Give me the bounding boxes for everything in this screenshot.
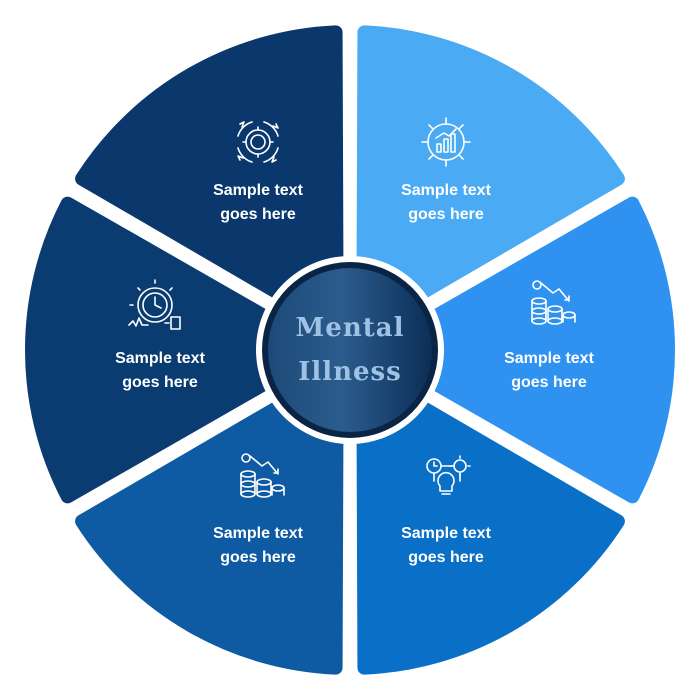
segment-label-line1: Sample text [213, 525, 303, 542]
segment-label-line2: goes here [408, 206, 484, 223]
segment-label-line2: goes here [220, 206, 296, 223]
gear-chart-icon [421, 117, 471, 167]
segment-label-line2: goes here [220, 549, 296, 566]
segment-2: Sample text goes here [430, 196, 675, 504]
center-title-line2: Illness [298, 357, 402, 387]
segment-shape [356, 25, 625, 299]
center-hub: Mental Illness [256, 256, 444, 444]
segment-3: Sample text goes here [356, 401, 625, 675]
segment-shape [430, 196, 675, 504]
segment-label-line2: goes here [122, 374, 198, 391]
center-circle [268, 268, 432, 432]
center-title-line1: Mental [296, 313, 405, 343]
coins-down-icon [531, 280, 576, 325]
segment-label-line1: Sample text [401, 182, 491, 199]
segment-label-line2: goes here [408, 549, 484, 566]
segment-shape [75, 401, 344, 675]
segment-4: Sample text goes here [75, 401, 344, 675]
segment-shape [75, 25, 344, 299]
segment-shape [356, 401, 625, 675]
segment-6: Sample text goes here [75, 25, 344, 299]
segment-1: Sample text goes here [356, 25, 625, 299]
idea-process-icon [426, 455, 471, 495]
time-management-icon [128, 279, 181, 330]
segment-5: Sample text goes here [25, 196, 270, 504]
gear-cycle-icon [237, 121, 279, 163]
coins-down-icon [240, 453, 285, 498]
segment-label-line2: goes here [511, 374, 587, 391]
segment-label-line1: Sample text [504, 350, 594, 367]
segment-shape [25, 196, 270, 504]
segment-label-line1: Sample text [213, 182, 303, 199]
segment-label-line1: Sample text [115, 350, 205, 367]
segment-label-line1: Sample text [401, 525, 491, 542]
segments: Sample text goes here Sample text goes her… [25, 25, 675, 675]
